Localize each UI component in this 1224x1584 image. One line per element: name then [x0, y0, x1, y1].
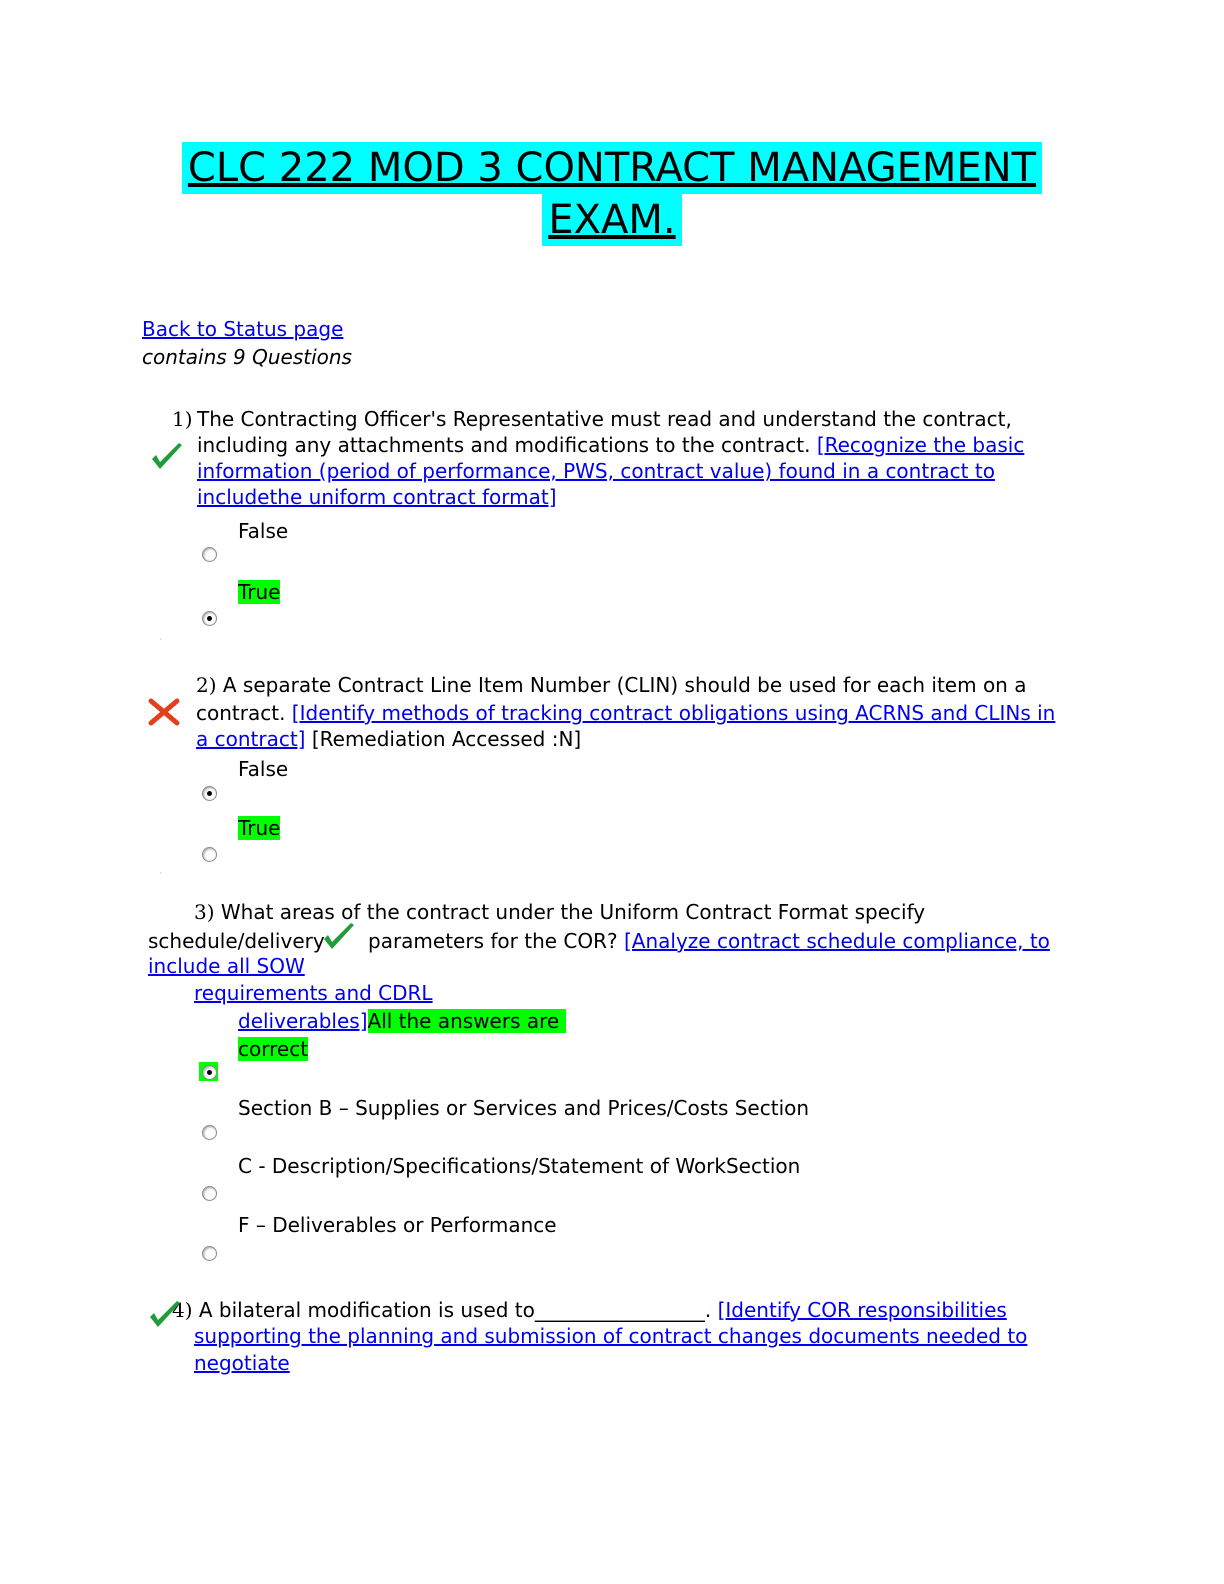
incorrect-x-icon [148, 698, 180, 726]
q3-option-1-label: All the answers are [367, 1009, 560, 1033]
q2-text-line-3: a contract] [Remediation Accessed :N] [196, 726, 581, 752]
q3-option-4-radio[interactable] [202, 1246, 217, 1261]
title-line-2: EXAM. [542, 194, 682, 246]
q3-text-line-1: 3) What areas of the contract under the … [194, 900, 926, 924]
q1-number: 1) [172, 407, 193, 431]
question-count: contains 9 Questions [142, 345, 352, 369]
title-line-1: CLC 222 MOD 3 CONTRACT MANAGEMENT [181, 142, 1043, 194]
back-to-status-link[interactable]: Back to Status page [142, 317, 344, 341]
correct-check-icon [324, 923, 354, 949]
q2-remediation: [Remediation Accessed :N] [311, 727, 582, 751]
q4-text-line-1: 4) A bilateral modification is used to__… [172, 1298, 1007, 1322]
q1-option-false-label: False [238, 519, 289, 543]
q4-objective-link-end[interactable]: negotiate [194, 1351, 290, 1375]
q1-option-true-radio[interactable] [202, 611, 217, 626]
q3-number: 3) [194, 900, 215, 924]
q2-option-false-radio[interactable] [202, 786, 217, 801]
q2-objective-link-end[interactable]: a contract] [196, 727, 306, 751]
q2-option-true-label: True [238, 816, 281, 840]
q1-option-false-radio[interactable] [202, 547, 217, 562]
q3-option-2-radio[interactable] [202, 1125, 217, 1140]
q3-option-1-line-2: correct [238, 1037, 309, 1061]
q3-option-2-label: Section B – Supplies or Services and Pri… [238, 1096, 810, 1120]
q3-objective-link[interactable]: [Analyze contract schedule compliance, t… [623, 929, 1050, 953]
q3-option-3-label: C - Description/Specifications/Statement… [238, 1154, 801, 1178]
q1-option-true-label: True [238, 580, 281, 604]
q3-objective-link-cont-2[interactable]: requirements and CDRL [194, 981, 433, 1005]
q2-text-line-2: contract. [Identify methods of tracking … [196, 700, 1055, 726]
q1-objective-link-end[interactable]: includethe uniform contract format] [197, 485, 557, 509]
q1-text: including any attachments and modificati… [197, 433, 811, 457]
q3-text-line-2a: schedule/delivery [148, 929, 325, 953]
q2-number: 2) [196, 673, 217, 697]
separator-dot [160, 638, 162, 640]
q2-option-false-label: False [238, 757, 289, 781]
q3-option-1-line-1: deliverables]All the answers are [238, 1008, 566, 1034]
q4-objective-link-cont[interactable]: supporting the planning and submission o… [194, 1324, 1028, 1348]
q3-objective-link-cont[interactable]: include all SOW [148, 954, 305, 978]
correct-check-icon [152, 443, 182, 469]
q1-text-line-2: including any attachments and modificati… [197, 432, 1024, 458]
q2-text: contract. [196, 701, 286, 725]
q2-text-line-1: 2) A separate Contract Line Item Number … [196, 673, 1027, 697]
q3-text-line-2b: parameters for the COR? [Analyze contrac… [368, 929, 1050, 953]
q1-text-line-1: The Contracting Officer's Representative… [197, 407, 1012, 431]
q3-option-4-label: F – Deliverables or Performance [238, 1213, 557, 1237]
q4-objective-link[interactable]: [Identify COR responsibilities [717, 1298, 1007, 1322]
page-title: CLC 222 MOD 3 CONTRACT MANAGEMENT EXAM. [0, 142, 1224, 246]
q3-option-3-radio[interactable] [202, 1186, 217, 1201]
q1-objective-link-cont[interactable]: information (period of performance, PWS,… [197, 459, 995, 483]
separator-dot [160, 872, 162, 874]
q3-option-1-radio[interactable] [202, 1065, 217, 1080]
correct-check-icon [150, 1301, 180, 1327]
q1-objective-link[interactable]: [Recognize the basic [816, 433, 1025, 457]
q2-objective-link[interactable]: [Identify methods of tracking contract o… [291, 701, 1056, 725]
q3-objective-link-end[interactable]: deliverables] [238, 1009, 368, 1033]
q2-option-true-radio[interactable] [202, 847, 217, 862]
